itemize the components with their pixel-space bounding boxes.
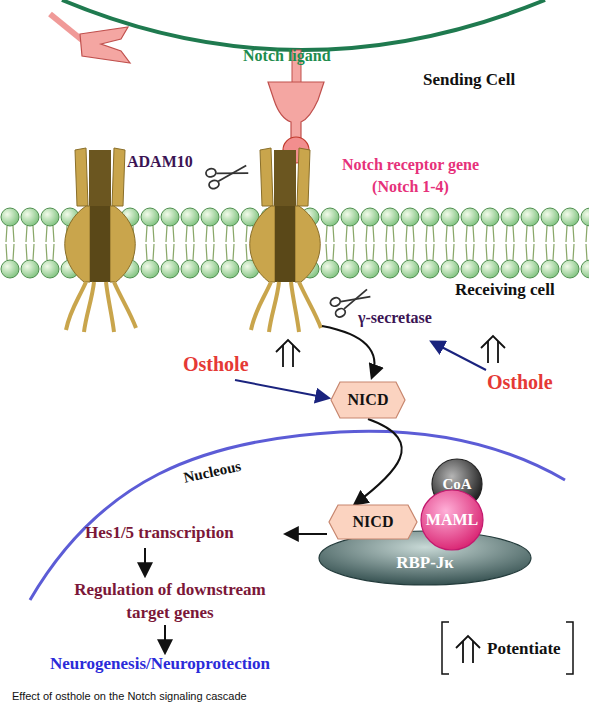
nicd-hexagon: NICD	[330, 381, 406, 419]
sending-cell-membrane	[62, 0, 545, 50]
cell-label: Receiving cell	[455, 280, 555, 300]
osthole-arrow	[432, 342, 486, 370]
node-label: NICD	[348, 391, 389, 409]
notch-ligand-small	[50, 14, 130, 63]
node-text-box: NICD	[348, 391, 389, 409]
nuclear-envelope	[30, 431, 565, 600]
nicd-hexagon: NICD	[328, 504, 418, 540]
cascade-arrow	[164, 625, 166, 652]
ligand-head	[80, 27, 130, 63]
ligand-label: Notch ligand	[243, 47, 331, 65]
node-text-box: NICD	[353, 513, 394, 531]
notch-ligand	[268, 50, 324, 163]
notch-receptor	[250, 148, 321, 332]
ligand-stalk	[50, 14, 82, 40]
outcome-label: Neurogenesis/Neuroprotection	[50, 654, 270, 674]
node-text-box: MAML	[426, 511, 478, 529]
cascade-arrow	[286, 533, 327, 535]
compound-label: Osthole	[183, 353, 249, 376]
legend-bracket	[566, 622, 573, 674]
ligand-head	[268, 82, 324, 138]
potentiate-symbol	[276, 340, 300, 367]
ellipse-shape	[319, 531, 531, 585]
cascade-arrow	[144, 548, 146, 575]
process-label: Hes1/5 transcription	[85, 523, 234, 543]
flow-arrow	[355, 419, 402, 504]
potentiate-symbol	[481, 336, 505, 363]
legend-label: Potentiate	[487, 639, 561, 659]
receptor-label: Notch receptor gene (Notch 1-4)	[318, 154, 503, 198]
process-label: Regulation of downstream target genes	[52, 578, 288, 624]
enzyme-label: γ-secretase	[358, 309, 432, 327]
figure-caption: Effect of osthole on the Notch signaling…	[12, 690, 247, 702]
cell-label: Sending Cell	[423, 70, 515, 90]
compound-label: Osthole	[487, 371, 553, 394]
legend-potentiate-symbol	[456, 636, 480, 663]
enzyme-label: ADAM10	[127, 153, 193, 171]
cleavage-arrow	[322, 326, 375, 377]
circle-shape	[421, 490, 483, 550]
hexagon-shape	[331, 382, 405, 418]
notch-receptor	[65, 148, 136, 332]
hexagon-shape	[329, 505, 417, 539]
node-label: MAML	[426, 511, 478, 529]
maml-circle: MAML	[420, 489, 484, 551]
scissors-icon	[205, 160, 250, 190]
node-label: RBP-Jκ	[396, 553, 454, 573]
node-label: NICD	[353, 513, 394, 531]
compartment-label: Nucleous	[182, 458, 243, 487]
osthole-arrow	[235, 380, 328, 398]
legend-bracket	[442, 622, 449, 674]
